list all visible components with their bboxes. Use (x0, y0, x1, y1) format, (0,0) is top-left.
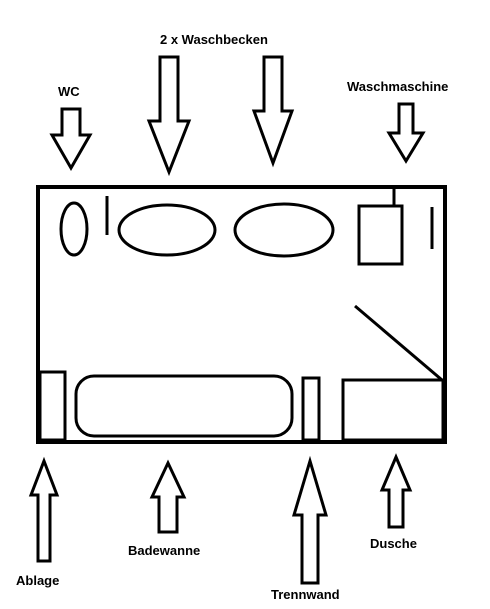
shower-arrow-up-icon (379, 453, 413, 529)
bathtub-arrow-up-icon (149, 459, 187, 534)
sink-right-arrow-down-icon (251, 55, 295, 168)
partition-wall (301, 376, 321, 442)
shower-diagonal-wall (354, 304, 443, 382)
wc-label: WC (58, 84, 80, 99)
wc-arrow-down-icon (49, 107, 93, 172)
sink-right (233, 202, 335, 258)
shelf-label: Ablage (16, 573, 60, 588)
shower-tray (341, 378, 445, 442)
bathtub-shape (74, 374, 294, 438)
shelf-arrow-up-icon (28, 456, 60, 563)
room-outline (36, 185, 447, 444)
wc-bowl (59, 201, 89, 257)
partition-arrow-up-icon (291, 455, 329, 585)
washing-machine-arrow-down-icon (386, 102, 426, 164)
shelf-box (38, 370, 67, 442)
partition-label: Trennwand (271, 587, 340, 602)
sinks-label: 2 x Waschbecken (160, 32, 268, 47)
shower-label: Dusche (370, 536, 417, 551)
washing-machine-box (357, 204, 404, 266)
sink-left-arrow-down-icon (146, 55, 192, 177)
bathtub-label: Badewanne (128, 543, 201, 558)
washing-machine-label: Waschmaschine (347, 79, 449, 94)
sink-left (117, 203, 217, 257)
